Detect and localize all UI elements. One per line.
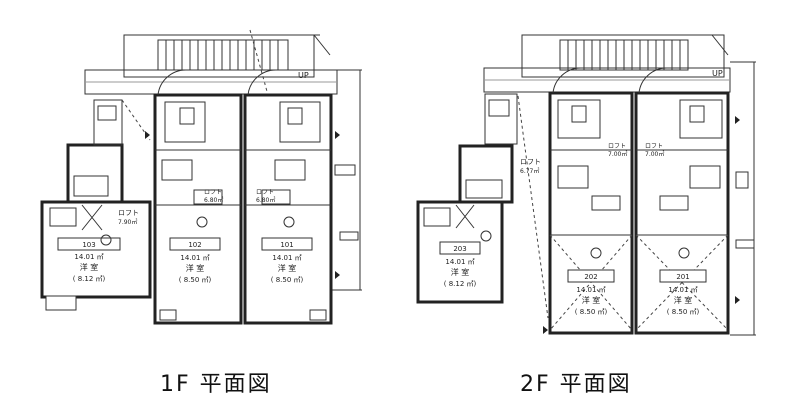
room-type: 洋 室 bbox=[186, 263, 205, 273]
unit-area: 14.01 ㎡ bbox=[576, 286, 605, 294]
loft-size: 6.80㎡ bbox=[204, 196, 223, 204]
unit-area: 14.01 ㎡ bbox=[445, 258, 474, 266]
unit-area: 14.01 ㎡ bbox=[272, 254, 301, 262]
unit-number: 101 bbox=[280, 241, 293, 249]
room-type: 洋 室 bbox=[674, 295, 693, 305]
up-label: UP bbox=[712, 69, 723, 78]
unit-number: 203 bbox=[453, 245, 466, 253]
loft-size: 7.00㎡ bbox=[645, 150, 664, 158]
loft-label: ロフト bbox=[608, 143, 626, 150]
unit-number: 103 bbox=[82, 241, 95, 249]
unit-number: 102 bbox=[188, 241, 201, 249]
unit-number: 201 bbox=[676, 273, 689, 281]
staircase-2f bbox=[521, 34, 729, 78]
unit-102: 102 14.01 ㎡ 洋 室 ( 8.50 ㎡) ロフト 6.80㎡ bbox=[153, 69, 243, 325]
unit-area: 14.01 ㎡ bbox=[180, 254, 209, 262]
loft-label: ロフト bbox=[204, 189, 222, 196]
up-label: UP bbox=[298, 71, 309, 80]
unit-number: 202 bbox=[584, 273, 597, 281]
room-size: ( 8.50 ㎡) bbox=[179, 276, 212, 284]
loft-label: ロフト bbox=[645, 143, 663, 150]
room-size: ( 8.50 ㎡) bbox=[667, 308, 700, 316]
loft-size: 6.80㎡ bbox=[256, 196, 275, 204]
floor2-caption: 2F 平面図 bbox=[520, 372, 632, 397]
staircase-1f bbox=[123, 29, 331, 96]
unit-area: 14.01 ㎡ bbox=[74, 253, 103, 261]
loft-label: ロフト bbox=[118, 209, 139, 217]
unit-area: 14.01 ㎡ bbox=[668, 286, 697, 294]
floor1-caption: 1F 平面図 bbox=[160, 372, 272, 397]
loft-label: ロフト bbox=[520, 158, 541, 166]
room-size: ( 8.50 ㎡) bbox=[575, 308, 608, 316]
unit-201: 201 14.01 ㎡ 洋 室 ( 8.50 ㎡) ロフト 7.00㎡ bbox=[634, 67, 730, 335]
unit-103: 103 14.01 ㎡ 洋 室 ( 8.12 ㎡) ロフト 7.90㎡ bbox=[40, 99, 152, 311]
unit-101: 101 14.01 ㎡ 洋 室 ( 8.50 ㎡) ロフト 6.80㎡ bbox=[243, 69, 333, 325]
plan-2f: 203 14.01 ㎡ 洋 室 ( 8.12 ㎡) ロフト 6.77㎡ 202 … bbox=[416, 34, 756, 336]
room-type: 洋 室 bbox=[80, 262, 99, 272]
loft-size: 7.00㎡ bbox=[608, 150, 627, 158]
unit-202: 202 14.01 ㎡ 洋 室 ( 8.50 ㎡) ロフト 7.00㎡ bbox=[548, 67, 634, 335]
room-type: 洋 室 bbox=[278, 263, 297, 273]
unit-203: 203 14.01 ㎡ 洋 室 ( 8.12 ㎡) ロフト 6.77㎡ bbox=[416, 93, 549, 319]
room-size: ( 8.50 ㎡) bbox=[271, 276, 304, 284]
room-size: ( 8.12 ㎡) bbox=[73, 275, 106, 283]
loft-label: ロフト bbox=[256, 189, 274, 196]
loft-size: 6.77㎡ bbox=[520, 167, 539, 175]
plan-1f: 103 14.01 ㎡ 洋 室 ( 8.12 ㎡) ロフト 7.90㎡ 102 … bbox=[40, 29, 362, 325]
room-type: 洋 室 bbox=[582, 295, 601, 305]
room-type: 洋 室 bbox=[451, 267, 470, 277]
room-size: ( 8.12 ㎡) bbox=[444, 280, 477, 288]
loft-size: 7.90㎡ bbox=[118, 218, 137, 226]
